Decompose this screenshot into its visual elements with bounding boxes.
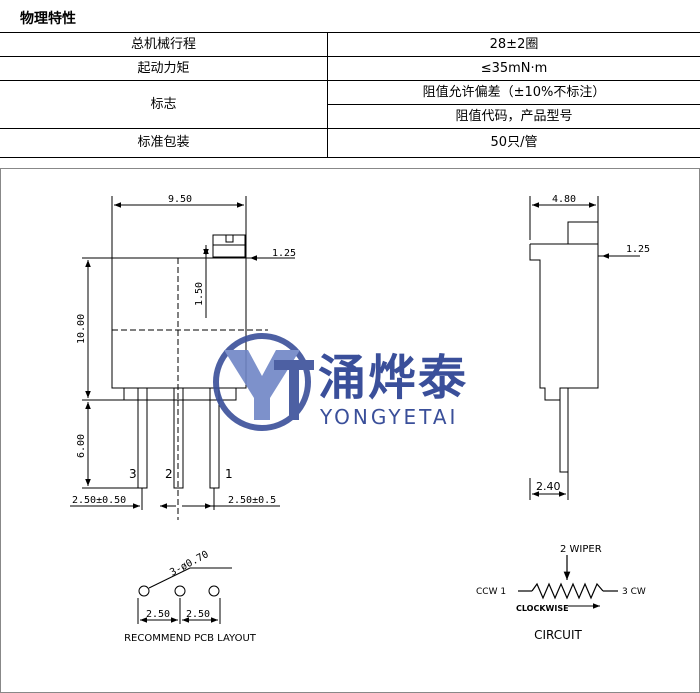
side-knob-dim: 1.25 xyxy=(626,244,650,255)
pcb-layout xyxy=(137,567,232,624)
watermark-logo xyxy=(213,333,314,431)
pcb-caption: RECOMMEND PCB LAYOUT xyxy=(124,633,257,644)
pcb-pitch-b: 2.50 xyxy=(186,609,210,620)
spec-label: 总机械行程 xyxy=(0,32,328,57)
front-width-dim: 9.50 xyxy=(168,194,192,205)
knob-height-dim: 1.50 xyxy=(194,282,205,306)
body-height-dim: 10.00 xyxy=(76,314,87,344)
spec-table: 总机械行程 28±2圈 起动力矩 ≤35mN·m 标志 阻值允许偏差（±10%不… xyxy=(0,32,700,158)
side-width-dim: 4.80 xyxy=(552,194,576,205)
section-title: 物理特性 xyxy=(20,11,76,27)
pitch-left-dim: 2.50±0.50 xyxy=(72,495,126,506)
circuit-ccw-label: CCW 1 xyxy=(476,587,506,597)
table-row: 阻值代码，产品型号 xyxy=(0,104,700,129)
drawing-border xyxy=(0,168,700,693)
side-view xyxy=(529,196,640,500)
table-row: 标准包装 50只/管 xyxy=(0,128,700,158)
table-row: 标志 阻值允许偏差（±10%不标注） xyxy=(0,80,700,129)
front-view xyxy=(70,196,295,520)
circuit-cw-label: 3 CW xyxy=(622,587,646,597)
spec-value: 阻值允许偏差（±10%不标注） xyxy=(327,80,700,105)
circuit-direction-label: CLOCKWISE xyxy=(516,604,569,613)
pcb-hole-dim: 3-ø0.70 xyxy=(168,549,210,579)
technical-drawing: 9.50 1.25 1.50 10.00 6.00 3 2 1 2.50±0.5… xyxy=(0,168,700,693)
spec-value: ≤35mN·m xyxy=(327,56,700,81)
pin-label-3: 3 xyxy=(129,467,137,481)
spec-label: 起动力矩 xyxy=(0,56,328,81)
spec-value: 50只/管 xyxy=(327,128,700,158)
pin-length-dim: 6.00 xyxy=(76,434,87,458)
spec-label: 标志 xyxy=(0,80,328,129)
pitch-right-dim: 2.50±0.5 xyxy=(228,495,276,506)
watermark-brand-cn: 涌烨泰 xyxy=(318,350,468,406)
table-row: 起动力矩 ≤35mN·m xyxy=(0,56,700,81)
spec-value: 28±2圈 xyxy=(327,32,700,57)
circuit-caption: CIRCUIT xyxy=(534,628,582,642)
circuit-wiper-label: 2 WIPER xyxy=(560,544,602,555)
pcb-pitch-a: 2.50 xyxy=(146,609,170,620)
watermark-brand-en: YONGYETAI xyxy=(319,405,458,429)
spec-label: 标准包装 xyxy=(0,128,328,158)
table-row: 总机械行程 28±2圈 xyxy=(0,32,700,57)
front-knob-dim: 1.25 xyxy=(272,248,296,259)
pin-label-1: 1 xyxy=(225,467,233,481)
pin-label-2: 2 xyxy=(165,467,173,481)
spec-value: 阻值代码，产品型号 xyxy=(327,104,700,129)
side-base-dim: 2.40 xyxy=(536,480,561,493)
circuit-diagram xyxy=(518,555,618,609)
